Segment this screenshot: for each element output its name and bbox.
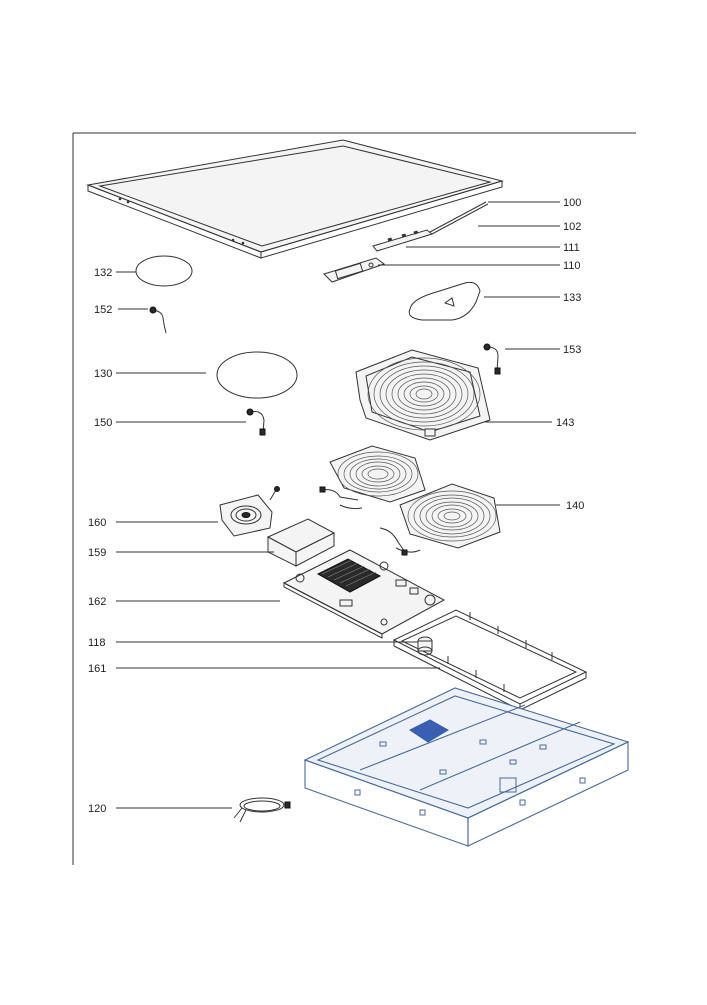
callout-120: 120 <box>88 803 106 815</box>
callout-111: 111 <box>563 242 580 254</box>
base-tray <box>303 687 630 847</box>
small-gasket <box>135 255 193 287</box>
callout-100: 100 <box>563 197 581 209</box>
glass-top-plate <box>86 139 504 259</box>
callout-162: 162 <box>88 596 106 608</box>
callout-110: 110 <box>563 260 581 272</box>
triangular-sensor-plate <box>408 281 481 321</box>
callout-159: 159 <box>88 547 106 559</box>
cooling-fan <box>219 486 280 537</box>
leader-lines <box>116 201 560 809</box>
power-board <box>282 549 446 639</box>
control-rod <box>429 201 489 235</box>
callout-118: 118 <box>88 637 106 649</box>
sensor-cable-152 <box>149 306 167 334</box>
callout-153: 153 <box>563 344 581 356</box>
callout-132: 132 <box>94 267 112 279</box>
drawing-frame <box>72 132 636 865</box>
callout-140: 140 <box>566 500 584 512</box>
power-cable <box>233 797 291 823</box>
large-induction-coil <box>355 349 491 441</box>
callout-160: 160 <box>88 517 106 529</box>
callout-labels: 100 102 111 110 132 133 152 153 130 143 … <box>88 197 584 815</box>
sensor-cable-153 <box>483 343 501 375</box>
callout-150: 150 <box>94 417 112 429</box>
callout-133: 133 <box>563 292 581 304</box>
heatsink-cover <box>266 518 336 567</box>
coil-support-frame <box>392 609 588 711</box>
twin-induction-coils <box>319 445 501 556</box>
callout-130: 130 <box>94 368 112 380</box>
callout-102: 102 <box>563 221 581 233</box>
control-board <box>323 257 386 283</box>
large-gasket <box>216 351 298 399</box>
callout-161: 161 <box>88 663 106 675</box>
callout-152: 152 <box>94 304 112 316</box>
sensor-cable-150 <box>246 408 266 436</box>
callout-143: 143 <box>556 417 574 429</box>
control-strip <box>372 229 434 252</box>
